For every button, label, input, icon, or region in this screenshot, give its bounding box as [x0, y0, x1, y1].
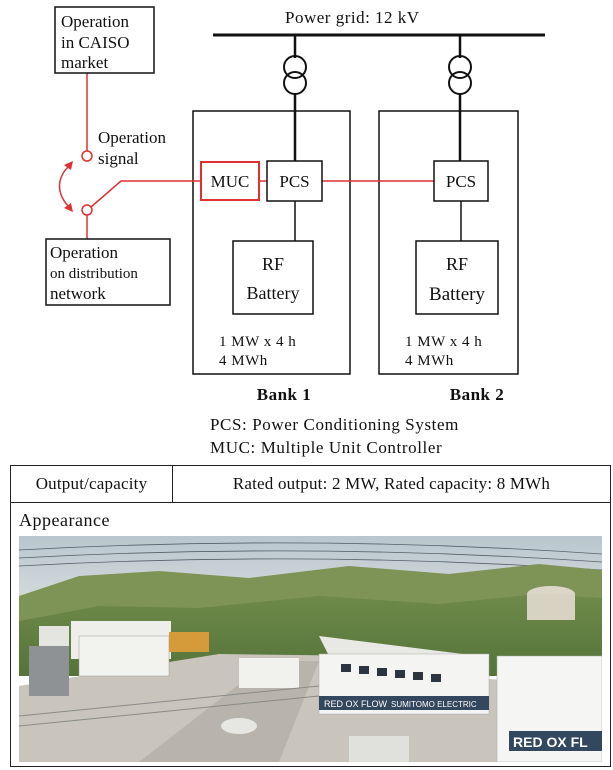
bank1-spec-line-2: 4 MWh: [219, 353, 268, 369]
distribution-box: [45, 238, 171, 306]
photo-bottom-unit: [349, 736, 409, 762]
switch-arrowhead-top: [64, 161, 73, 170]
bank1-battery-line-1: RF: [262, 254, 284, 274]
photo-main-windows: [341, 664, 441, 682]
bank2-label: Bank 2: [450, 385, 505, 404]
caiso-signal-contact: [81, 150, 93, 162]
switch-arrowhead-bottom: [64, 203, 73, 212]
bank2-battery-box: [415, 240, 499, 315]
site-photo: RED OX FLOW SUMITOMO ELECTRIC RED OX FL: [19, 536, 602, 762]
bank2-spec-line-2: 4 MWh: [405, 353, 454, 369]
caiso-box: [54, 6, 155, 74]
signal-switch-arrow: [58, 164, 71, 209]
legend-pcs: PCS: Power Conditioning System: [210, 415, 459, 434]
bank1-pcs-box: [266, 160, 323, 202]
bank1-pcs-label: PCS: [279, 172, 309, 191]
photo-orange-container: [169, 632, 209, 652]
info-table: Output/capacity Rated output: 2 MW, Rate…: [10, 465, 611, 767]
photo-sign-redox: RED OX FLOW: [324, 699, 388, 709]
caiso-box-line-3: market: [61, 53, 108, 72]
bank2-battery-line-2: Battery: [429, 284, 485, 305]
photo-power-lines: [19, 542, 602, 571]
system-diagram: Power grid: 12 kV Operation in CAISO mar…: [45, 6, 545, 457]
photo-gray-unit: [29, 646, 69, 696]
bank1-battery-box: [232, 240, 314, 315]
bank1-label: Bank 1: [257, 385, 312, 404]
photo-sign-band: [319, 696, 489, 710]
bank2-pcs-box: [433, 160, 489, 202]
output-capacity-value: Rated output: 2 MW, Rated capacity: 8 MW…: [232, 474, 551, 493]
bank1-battery-line-2: Battery: [247, 283, 300, 303]
bank1-container: [192, 110, 351, 375]
distribution-box-line-3: network: [50, 284, 106, 303]
signal-label-line-2: signal: [98, 149, 139, 168]
photo-right-sign-band: [509, 731, 602, 751]
legend-muc: MUC: Multiple Unit Controller: [210, 438, 442, 457]
bank2-transformer-coil-top: [448, 55, 472, 79]
output-capacity-row: Output/capacity Rated output: 2 MW, Rate…: [11, 466, 610, 503]
photo-tank: [527, 594, 575, 620]
bank1-transformer-coil-top: [283, 55, 307, 79]
distribution-box-line-2: on distribution: [50, 266, 138, 282]
signal-label-line-1: Operation: [98, 128, 166, 147]
muc-label: MUC: [211, 172, 250, 191]
photo-sign-redox-right: RED OX FL: [513, 734, 588, 750]
photo-left-unit-3: [78, 635, 170, 677]
distribution-signal-contact: [81, 204, 93, 216]
photo-sign-sumitomo: SUMITOMO ELECTRIC: [391, 700, 477, 709]
caiso-box-line-1: Operation: [61, 12, 129, 31]
bank2-spec-line-1: 1 MW x 4 h: [405, 334, 482, 350]
caiso-box-line-2: in CAISO: [61, 33, 129, 52]
bank1-spec-line-1: 1 MW x 4 h: [219, 334, 296, 350]
grid-label: Power grid: 12 kV: [285, 8, 420, 27]
bank2-pcs-label: PCS: [446, 172, 476, 191]
distribution-box-line-1: Operation: [50, 243, 118, 262]
photo-white-tank: [221, 718, 257, 734]
bank2-transformer-coil-bottom: [448, 71, 472, 95]
switch-arm-line: [90, 180, 201, 208]
output-capacity-label: Output/capacity: [11, 466, 173, 502]
bank1-transformer-coil-bottom: [283, 71, 307, 95]
bank2-battery-line-1: RF: [446, 254, 468, 274]
photo-transformer-unit: [239, 658, 299, 688]
photo-fence: [19, 685, 320, 727]
appearance-label: Appearance: [19, 510, 110, 530]
bank2-container: [378, 110, 519, 375]
muc-box: [200, 161, 260, 201]
